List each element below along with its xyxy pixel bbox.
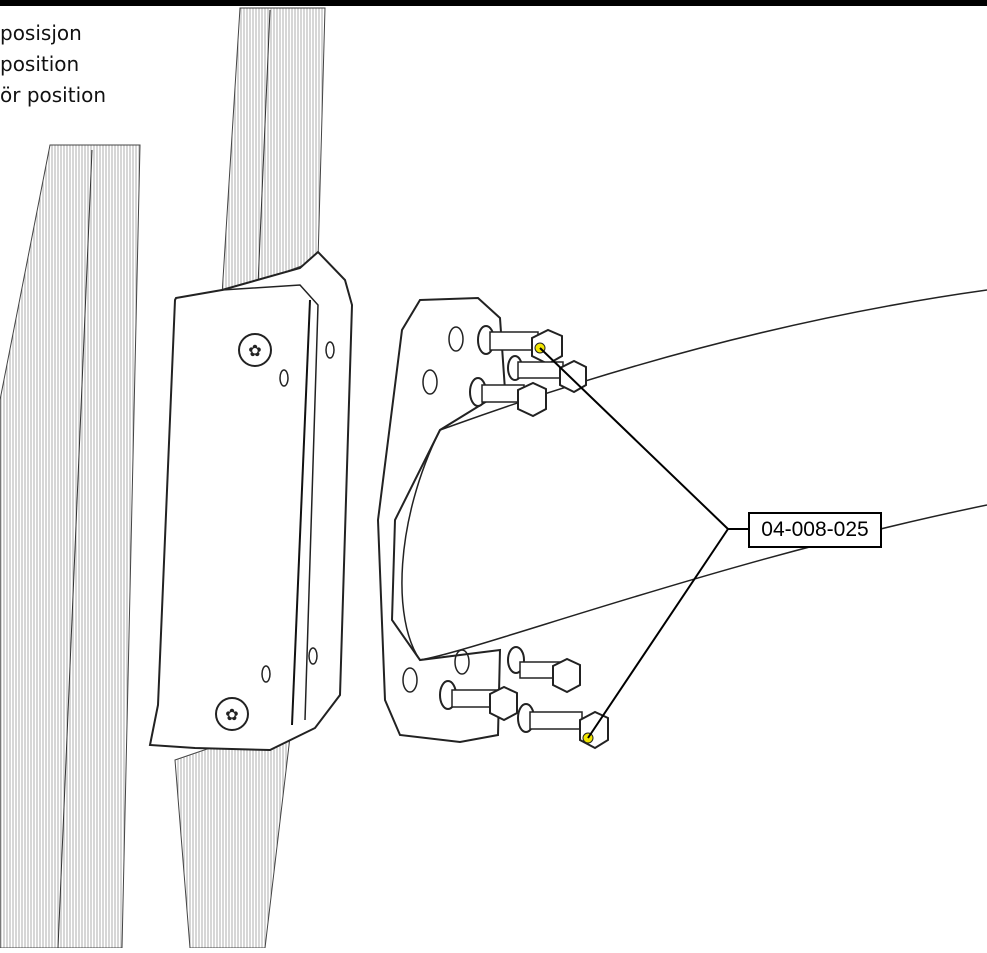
- part-number-callout: 04-008-025: [748, 512, 882, 548]
- position-caption: posisjon position ör position: [0, 18, 150, 111]
- front-pole: [174, 7, 326, 949]
- bolts: [439, 325, 609, 750]
- caption-line-1: posisjon: [0, 21, 82, 45]
- svg-text:✿: ✿: [248, 341, 261, 360]
- svg-text:✿: ✿: [225, 705, 238, 724]
- callout-leader-lines: [539, 347, 748, 739]
- bolt-top-3: [469, 377, 547, 418]
- bolt-bottom-2: [439, 680, 518, 722]
- caption-line-2: position: [0, 52, 80, 76]
- caption-line-3: ör position: [0, 83, 107, 107]
- arm-mount-plate: [376, 296, 507, 744]
- pole-clamp-bracket: ✿ ✿: [148, 250, 354, 752]
- top-border-bar: [0, 0, 987, 6]
- bolt-bottom-1: [507, 646, 581, 694]
- bolt-top-1: [477, 325, 563, 366]
- bolt-bottom-3: [517, 703, 609, 750]
- rear-pole: [0, 144, 141, 949]
